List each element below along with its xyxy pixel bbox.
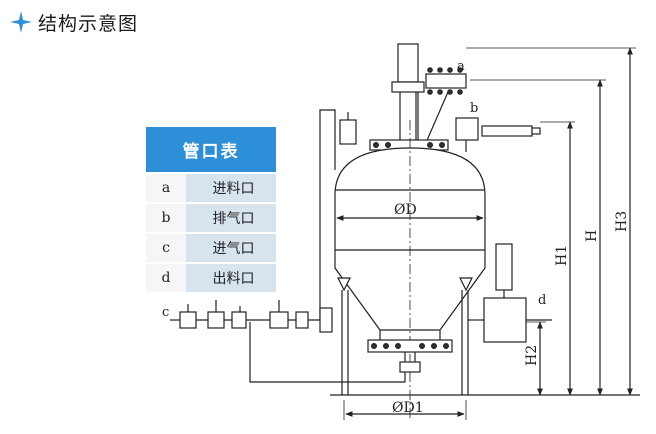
port-label-a: a [457, 59, 465, 74]
port-name: 进料口 [186, 172, 276, 203]
four-point-star-icon [10, 11, 32, 33]
port-name: 出料口 [186, 262, 276, 292]
dim-label-h2: H2 [524, 345, 540, 366]
port-key: d [146, 262, 186, 292]
port-key: b [146, 202, 186, 233]
table-row: d 出料口 [146, 262, 276, 292]
dim-label-d: ØD [394, 202, 417, 218]
port-key: a [146, 172, 186, 203]
port-label-d: d [538, 293, 546, 308]
dim-label-h3: H3 [614, 211, 630, 232]
port-key: c [146, 232, 186, 263]
port-name: 进气口 [186, 232, 276, 263]
dim-label-h: H [584, 230, 600, 242]
port-label-b: b [470, 101, 478, 116]
page-title: 结构示意图 [38, 12, 139, 35]
table-row: c 进气口 [146, 232, 276, 263]
table-row: b 排气口 [146, 202, 276, 233]
header: 结构示意图 [10, 8, 138, 36]
port-label-c: c [162, 305, 169, 320]
port-table-title: 管口表 [146, 125, 276, 173]
dim-label-d1: ØD1 [392, 400, 424, 416]
dim-label-h1: H1 [554, 245, 570, 266]
port-name: 排气口 [186, 202, 276, 233]
port-table: 管口表 a 进料口 b 排气口 c 进气口 d 出料口 [146, 125, 276, 292]
table-row: a 进料口 [146, 172, 276, 203]
